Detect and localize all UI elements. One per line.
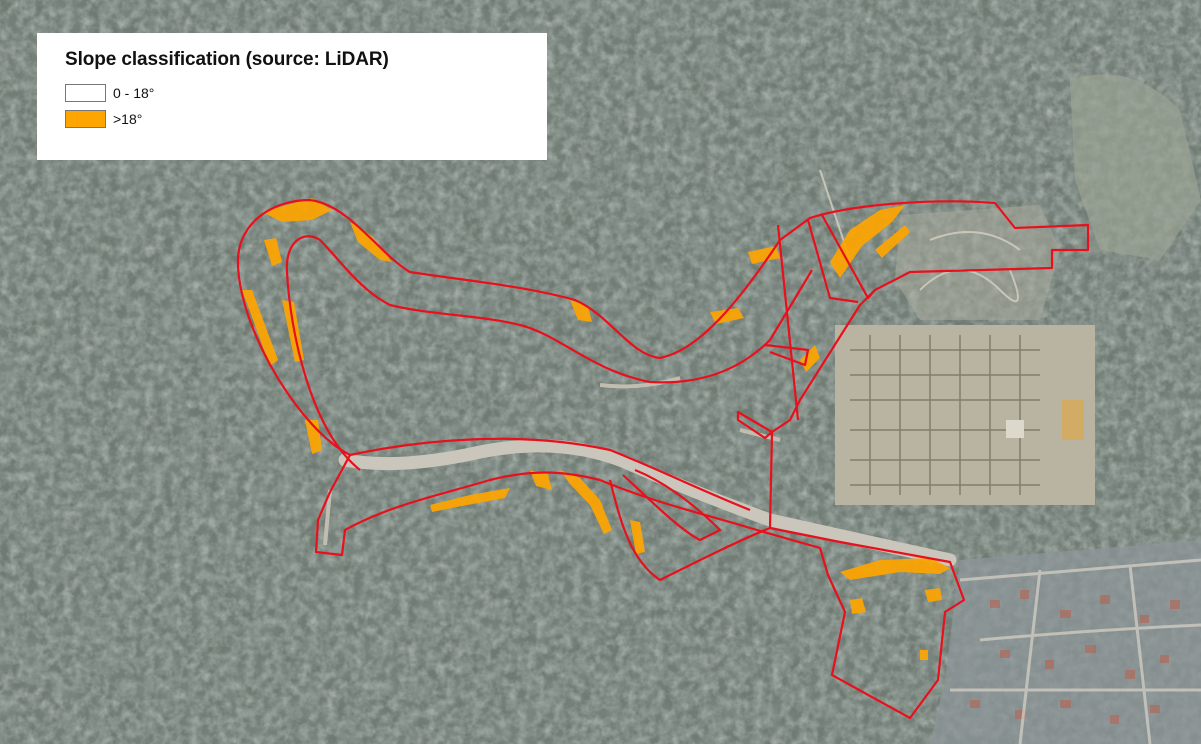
- site-boundary: [236, 198, 1090, 720]
- legend-label-gentle: 0 - 18°: [113, 85, 155, 101]
- substation-building-2: [1006, 420, 1024, 438]
- suburb-roofs: [970, 590, 1180, 724]
- substation-building: [1062, 400, 1084, 440]
- steep-slope-areas: [242, 198, 950, 660]
- map-legend: Slope classification (source: LiDAR) 0 -…: [37, 33, 547, 160]
- legend-label-steep: >18°: [113, 111, 143, 127]
- track-area: [895, 205, 1060, 320]
- clearing-area: [1070, 74, 1201, 261]
- legend-title: Slope classification (source: LiDAR): [65, 49, 389, 70]
- legend-swatch-gentle: [65, 84, 106, 102]
- legend-swatch-steep: [65, 110, 106, 128]
- substation-yard: [835, 325, 1095, 505]
- legend-item-gentle-slope: 0 - 18°: [65, 80, 547, 106]
- legend-item-steep-slope: >18°: [65, 106, 547, 132]
- suburb-streets: [949, 558, 1201, 744]
- substation-equipment: [850, 335, 1040, 495]
- access-road: [338, 439, 957, 567]
